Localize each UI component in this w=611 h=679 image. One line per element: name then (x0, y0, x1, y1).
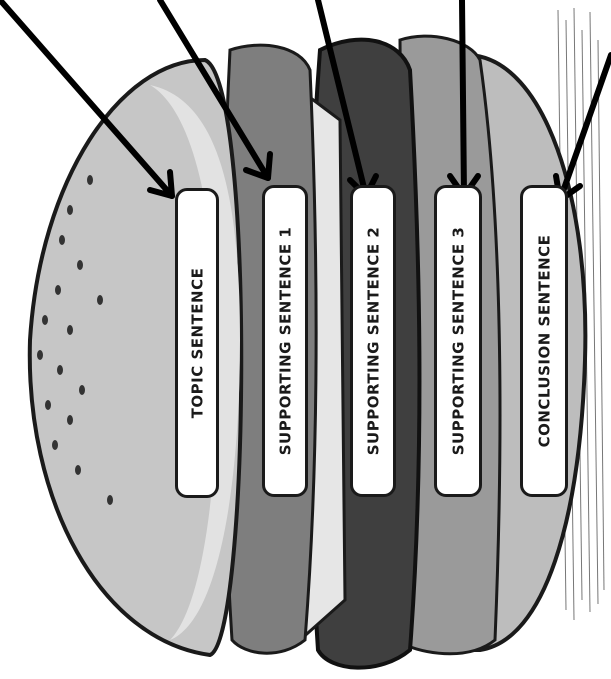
supporting-sentence-2-text: SUPPORTING SENTENCE 2 (364, 227, 382, 456)
topic-sentence-text: TOPIC SENTENCE (188, 268, 206, 419)
supporting-sentence-2-label: SUPPORTING SENTENCE 2 (350, 185, 396, 497)
supporting-sentence-1-text: SUPPORTING SENTENCE 1 (276, 227, 294, 456)
supporting-sentence-3-label: SUPPORTING SENTENCE 3 (434, 185, 482, 497)
conclusion-sentence-label: CONCLUSION SENTENCE (520, 185, 568, 497)
supporting-sentence-1-label: SUPPORTING SENTENCE 1 (262, 185, 308, 497)
topic-sentence-label: TOPIC SENTENCE (175, 188, 219, 498)
conclusion-sentence-text: CONCLUSION SENTENCE (535, 235, 553, 448)
supporting-sentence-3-text: SUPPORTING SENTENCE 3 (449, 227, 467, 456)
